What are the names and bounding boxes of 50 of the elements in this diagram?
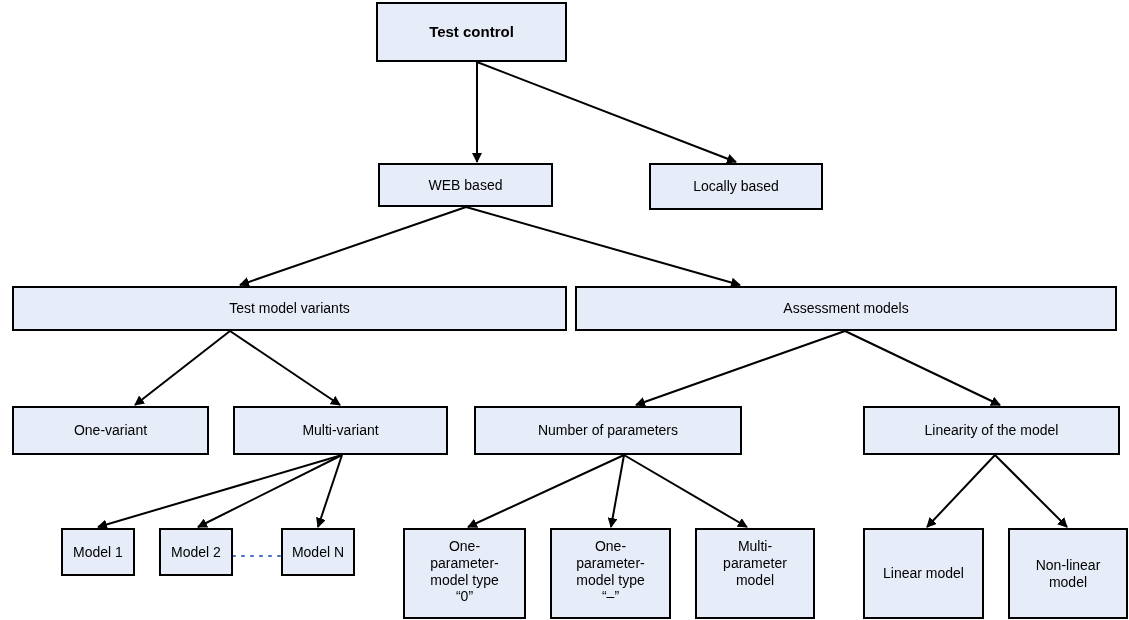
arrow [465,206,741,288]
process-box [12,406,209,455]
arrow [239,206,467,287]
arrow [467,454,625,528]
process-box [159,528,233,576]
node-label: Locally based [693,178,779,195]
process-box [281,528,355,576]
arrow [476,61,737,164]
arrow [844,330,1001,406]
process-box [474,406,742,455]
process-box [403,528,526,619]
process-box [863,406,1120,455]
process-box [695,528,815,619]
arrow [229,330,341,406]
node-label: Multi-parameter model [722,538,788,589]
process-box [863,528,984,619]
node-label: WEB based [428,176,503,194]
arrow [926,454,996,528]
arrow [134,330,231,406]
node-label: Test control [429,23,514,41]
process-box [649,163,823,210]
node-label: Model N [291,543,345,561]
node-label: One-parameter-model type “0” [429,538,500,606]
node-label: Model 1 [73,543,123,561]
node-label: Model 2 [171,543,221,561]
node-label: Non-linear model [1034,556,1102,591]
process-box [1008,528,1128,619]
process-box [233,406,448,455]
process-box [550,528,671,619]
arrow [472,61,482,163]
dotted-connector [232,555,282,557]
arrow [607,454,625,528]
arrow [197,454,343,528]
node-label: Number of parameters [537,422,679,439]
node-label: One-variant [73,422,148,439]
process-box [378,163,553,207]
arrow [635,330,846,407]
arrow [994,454,1068,528]
node-label: Linearity of the model [924,422,1059,439]
node-label: Assessment models [783,300,909,317]
process-box [61,528,135,576]
arrow [623,454,748,528]
arrow [316,454,343,528]
process-box [575,286,1117,331]
node-label: Linear model [883,565,964,582]
node-label: Test model variants [229,300,350,317]
process-box [376,2,567,62]
node-label: One-parameter-model type “–” [575,538,646,606]
node-label: Multi-variant [302,422,379,439]
process-box [12,286,567,331]
